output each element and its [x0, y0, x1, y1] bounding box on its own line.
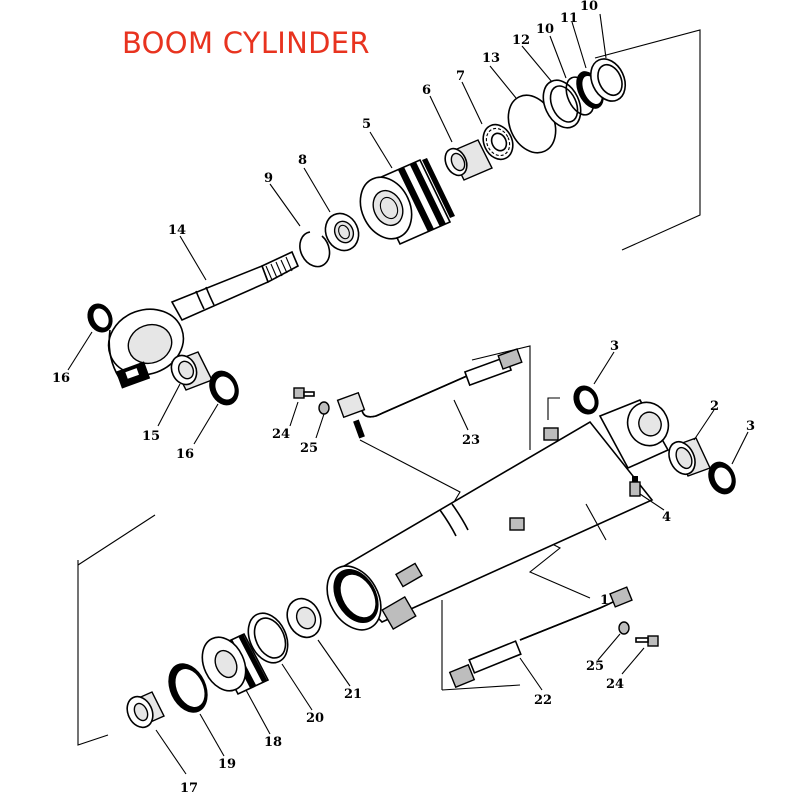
part-label-25a: 25	[300, 441, 318, 456]
part-label-15: 15	[142, 429, 160, 444]
part-label-16b: 16	[176, 447, 194, 462]
nut-8	[324, 212, 360, 252]
grease-fitting-4	[629, 476, 641, 497]
part-label-4: 4	[662, 510, 671, 525]
piston-5	[359, 158, 455, 246]
bushing-15	[170, 351, 213, 391]
pipe-23	[336, 348, 523, 439]
dust-seal-3a	[573, 385, 599, 415]
part-label-19: 19	[218, 757, 236, 772]
snap-ring-9	[299, 231, 331, 268]
part-label-11: 11	[560, 11, 578, 26]
boundary-lines	[77, 29, 701, 746]
part-label-1: 1	[600, 593, 609, 608]
part-label-5: 5	[362, 117, 371, 132]
part-label-24a: 24	[272, 427, 290, 442]
cylinder-tube	[326, 398, 670, 631]
part-label-21: 21	[344, 687, 362, 702]
part-label-13: 13	[482, 51, 500, 66]
part-label-17: 17	[180, 781, 198, 796]
part-label-20: 20	[306, 711, 324, 726]
leader-lines	[67, 13, 749, 775]
bushing-17	[126, 691, 165, 729]
part-label-14: 14	[168, 223, 186, 238]
cylinder-head-18	[201, 632, 270, 696]
washer-25b	[618, 621, 630, 635]
dust-seal-3b	[708, 461, 736, 495]
bolt-24a	[293, 387, 315, 399]
bushing-2	[668, 437, 711, 477]
part-label-7: 7	[456, 69, 465, 84]
ring-7	[482, 123, 514, 161]
dust-seal-16a	[87, 303, 113, 333]
nut-21	[286, 597, 322, 639]
part-labels: 1 2 3 3 4 5 6 7 8 9 10 10 11 12 13 14 15…	[52, 0, 755, 796]
part-label-12: 12	[512, 33, 530, 48]
part-label-9: 9	[264, 171, 273, 186]
wear-ring-6	[444, 139, 493, 181]
part-label-25b: 25	[586, 659, 604, 674]
part-label-10a: 10	[536, 22, 554, 37]
ring-10b	[589, 58, 627, 102]
part-label-16a: 16	[52, 371, 70, 386]
ring-19	[168, 663, 208, 713]
part-label-6: 6	[422, 83, 431, 98]
part-label-3a: 3	[610, 339, 619, 354]
ring-20	[247, 612, 289, 664]
part-label-8: 8	[298, 153, 307, 168]
dust-seal-16b	[209, 370, 239, 406]
washer-25a	[318, 401, 330, 415]
piston-rod	[107, 250, 300, 389]
ring-12	[542, 79, 582, 129]
bolt-24b	[635, 635, 659, 647]
part-label-18: 18	[264, 735, 282, 750]
part-label-23: 23	[462, 433, 480, 448]
diagram-title: BOOM CYLINDER	[122, 26, 370, 60]
pipe-22	[448, 586, 633, 689]
part-label-10b: 10	[580, 0, 598, 14]
part-label-22: 22	[534, 693, 552, 708]
part-label-3b: 3	[746, 419, 755, 434]
part-label-2: 2	[710, 399, 719, 414]
part-label-24b: 24	[606, 677, 624, 692]
